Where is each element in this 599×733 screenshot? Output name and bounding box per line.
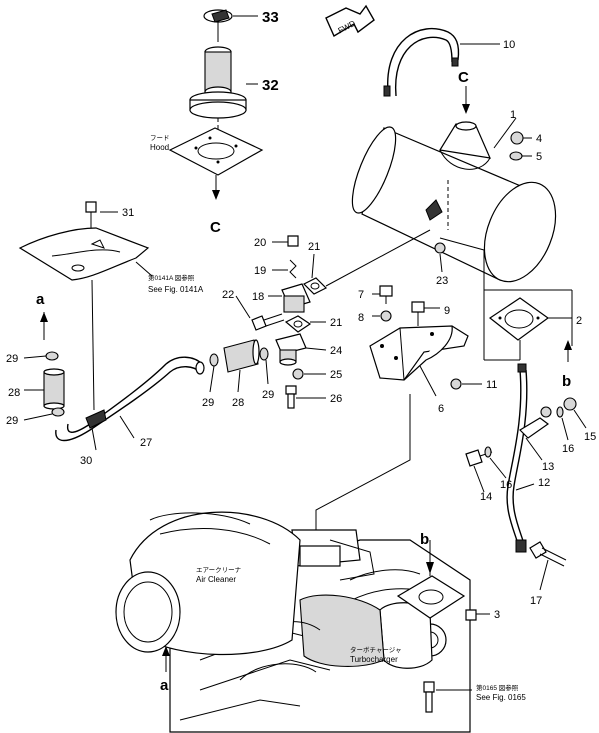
- washer-5: [509, 151, 532, 161]
- fwd-label: FWD: [337, 19, 358, 36]
- turbo-label-jp: ターボチャージャ: [350, 645, 401, 654]
- callout-20: 20: [254, 237, 266, 249]
- gasket-2: [488, 297, 572, 341]
- washer-16a: [556, 406, 569, 441]
- callout-16b: 16: [500, 479, 512, 491]
- bolt-22: [235, 295, 285, 331]
- fig0141-label: See Fig. 0141A: [148, 285, 204, 294]
- callout-16a: 16: [562, 443, 574, 455]
- aircleaner-label: Air Cleaner: [196, 575, 236, 584]
- clamp-13: [519, 406, 552, 461]
- callout-26: 26: [330, 393, 342, 405]
- callout-15: 15: [584, 431, 596, 443]
- ref-c-hood: C: [210, 219, 221, 236]
- fig0141-label-jp: 第0141A 図参照: [148, 273, 195, 282]
- callout-29c: 29: [202, 397, 214, 409]
- nut-8: [380, 310, 392, 322]
- callout-21b: 21: [330, 317, 342, 329]
- clip-29d: [259, 347, 269, 385]
- nut-15: [563, 397, 587, 429]
- bracket-10: [383, 27, 500, 97]
- callout-22: 22: [222, 289, 234, 301]
- callout-11: 11: [486, 379, 497, 391]
- callout-25: 25: [330, 369, 342, 381]
- clip-29b: [23, 407, 65, 421]
- callout-28a: 28: [8, 387, 20, 399]
- callout-21a: 21: [308, 241, 320, 253]
- bolt-9: [411, 301, 440, 326]
- ref-a-bottom: a: [160, 677, 169, 694]
- callout-32: 32: [262, 77, 279, 94]
- callout-13: 13: [542, 461, 554, 473]
- callout-10: 10: [503, 39, 515, 51]
- callout-33: 33: [262, 9, 279, 26]
- bolt-fig0165: [423, 681, 472, 713]
- washer-16b: [484, 446, 507, 479]
- flex-pipe-32: [189, 46, 258, 119]
- callout-14: 14: [480, 491, 492, 503]
- callout-6: 6: [438, 403, 444, 415]
- callout-17: 17: [530, 595, 542, 607]
- gasket-21a: [302, 253, 328, 295]
- pipe-27: [55, 356, 205, 451]
- gasket-21b: [284, 315, 326, 333]
- clip-29a: [23, 351, 59, 361]
- ref-b-bottom: b: [420, 531, 429, 548]
- ref-b-right: b: [562, 373, 571, 390]
- callout-29a: 29: [6, 353, 18, 365]
- callout-8: 8: [358, 312, 364, 324]
- heat-shield-plate: [18, 227, 150, 281]
- clamp-33: [203, 9, 258, 23]
- hose-28b: [223, 339, 260, 393]
- callout-30: 30: [80, 455, 92, 467]
- hose-28a: [24, 368, 65, 410]
- turbo-label: Turbocharger: [350, 655, 398, 664]
- nut-25: [292, 368, 326, 380]
- fig0165-label: See Fig. 0165: [476, 693, 526, 702]
- callout-29b: 29: [6, 415, 18, 427]
- pipe-12: [506, 363, 535, 553]
- bolt-17: [529, 541, 567, 591]
- callout-1: 1: [510, 109, 516, 121]
- callout-7: 7: [358, 289, 364, 301]
- callout-2: 2: [576, 315, 582, 327]
- aircleaner-label-jp: エアークリーナ: [196, 566, 241, 574]
- callout-31: 31: [122, 207, 134, 219]
- callout-18: 18: [252, 291, 264, 303]
- callout-28b: 28: [232, 397, 244, 409]
- callout-3: 3: [494, 609, 500, 621]
- adapter-18: [268, 283, 311, 313]
- fig0165-label-jp: 第0165 図参照: [476, 683, 519, 692]
- callout-23: 23: [436, 275, 448, 287]
- nut-4: [510, 131, 532, 145]
- ref-a-left: a: [36, 291, 45, 308]
- bolt-26: [285, 385, 326, 409]
- fwd-arrow: FWD: [325, 4, 375, 38]
- elbow-24: [275, 333, 327, 366]
- callout-24: 24: [330, 345, 342, 357]
- clip-29c: [209, 353, 219, 393]
- callout-9: 9: [444, 305, 450, 317]
- bolt-23: [434, 242, 446, 254]
- bolt-31: [85, 201, 118, 236]
- muffler-1: [351, 117, 557, 283]
- bolt-20: [272, 235, 299, 247]
- callout-29d: 29: [262, 389, 274, 401]
- callout-27: 27: [140, 437, 152, 449]
- callout-5: 5: [536, 151, 542, 163]
- pin-19: [272, 259, 297, 279]
- hood-label: Hood: [150, 143, 169, 152]
- bracket-6: [369, 325, 469, 397]
- nut-11: [450, 378, 482, 390]
- callout-19: 19: [254, 265, 266, 277]
- air-cleaner: [115, 511, 301, 656]
- ref-c-top: C: [458, 69, 469, 86]
- bolt-7: [379, 285, 393, 304]
- callout-4: 4: [536, 133, 542, 145]
- hood-label-jp: フード: [150, 134, 170, 142]
- hood-plate: [168, 127, 264, 176]
- callout-12: 12: [538, 477, 550, 489]
- bolt-3: [465, 609, 490, 621]
